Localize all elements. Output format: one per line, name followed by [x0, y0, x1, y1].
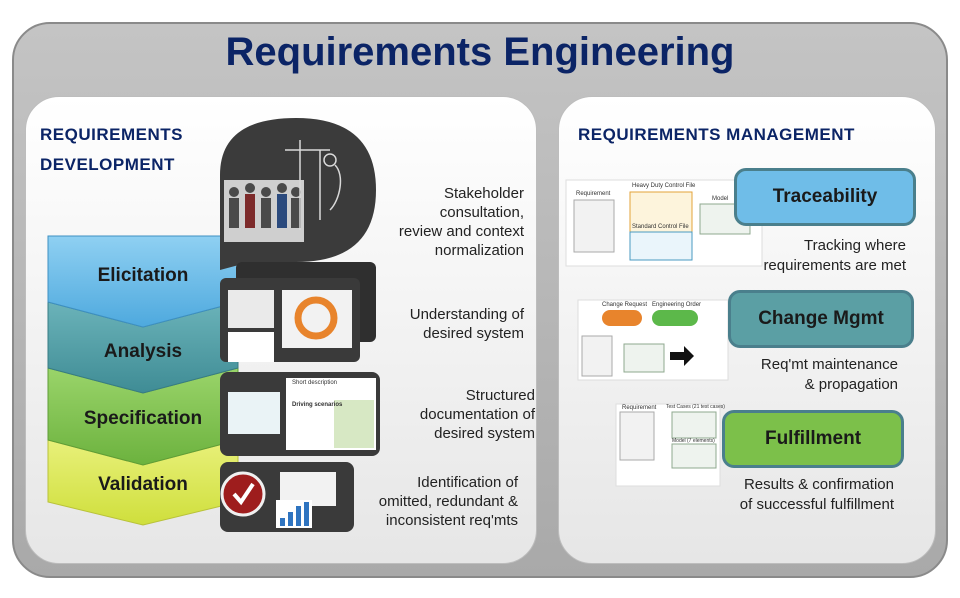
people-icon — [229, 183, 301, 228]
requirement-doc — [573, 199, 615, 253]
analysis-chart — [228, 290, 274, 328]
thumb-requirement-2: Requirement — [622, 405, 657, 411]
management-title: REQUIREMENTS MANAGEMENT — [578, 125, 855, 144]
elicitation-label: Elicitation — [97, 265, 189, 286]
specification-description: Structured documentation of desired syst… — [419, 387, 535, 442]
fulfillment-box: Fulfillment — [722, 410, 904, 468]
thumb-test-cases: Test Cases (21 test cases) — [666, 404, 725, 410]
heavy-duty-file — [629, 191, 693, 233]
clipboard-check-icon — [220, 471, 266, 517]
fulfillment-model — [671, 443, 717, 469]
change-mgmt-description: Req'mt maintenance & propagation — [760, 356, 898, 393]
engineering-order-node — [652, 310, 698, 326]
sketch-figure-icon — [285, 140, 342, 230]
development-title: REQUIREMENTS DEVELOPMENT — [40, 125, 183, 174]
standard-file — [629, 231, 693, 261]
analysis-description: Understanding of desired system — [409, 306, 524, 342]
thumb-model7: Model (7 elements) — [672, 438, 715, 444]
test-cases-box — [671, 411, 717, 439]
fulfillment-doc — [619, 411, 655, 461]
change-request-node — [602, 310, 642, 326]
change-req-doc — [581, 335, 613, 377]
change-mgmt-box: Change Mgmt — [728, 290, 914, 348]
thumb-engineering-order: Engineering Order — [652, 302, 702, 308]
thumb-change-request: Change Request — [602, 302, 648, 308]
thumb-standard: Standard Control File — [632, 224, 689, 230]
fulfillment-description: Results & confirmation of successful ful… — [739, 476, 894, 513]
spec-highlight — [334, 400, 374, 448]
thumb-model: Model — [712, 196, 729, 202]
thumb-short-description: Short description — [292, 380, 338, 386]
specification-label: Specification — [83, 408, 203, 429]
analysis-curve — [228, 332, 274, 362]
change-model — [623, 343, 665, 373]
traceability-box: Traceability — [734, 168, 916, 226]
validation-label: Validation — [98, 474, 188, 495]
traceability-description: Tracking where requirements are met — [763, 237, 906, 274]
analysis-label: Analysis — [103, 341, 183, 362]
thumb-driving-scenarios: Driving scenarios — [292, 402, 343, 408]
thumb-requirement: Requirement — [576, 191, 611, 197]
checkmark — [232, 482, 255, 506]
arrow-right-icon — [670, 346, 694, 366]
validation-description: Identification of omitted, redundant & i… — [378, 474, 518, 529]
elicitation-chevron — [47, 235, 239, 328]
page-title: Requirements Engineering — [225, 30, 735, 74]
thumb-heavy-duty: Heavy Duty Control File — [632, 183, 696, 189]
elicitation-description: Stakeholder consultation, review and con… — [398, 185, 524, 259]
spec-diagram — [228, 392, 280, 434]
bar-chart-icon — [276, 500, 312, 528]
cycle-arrows-icon — [294, 296, 338, 340]
